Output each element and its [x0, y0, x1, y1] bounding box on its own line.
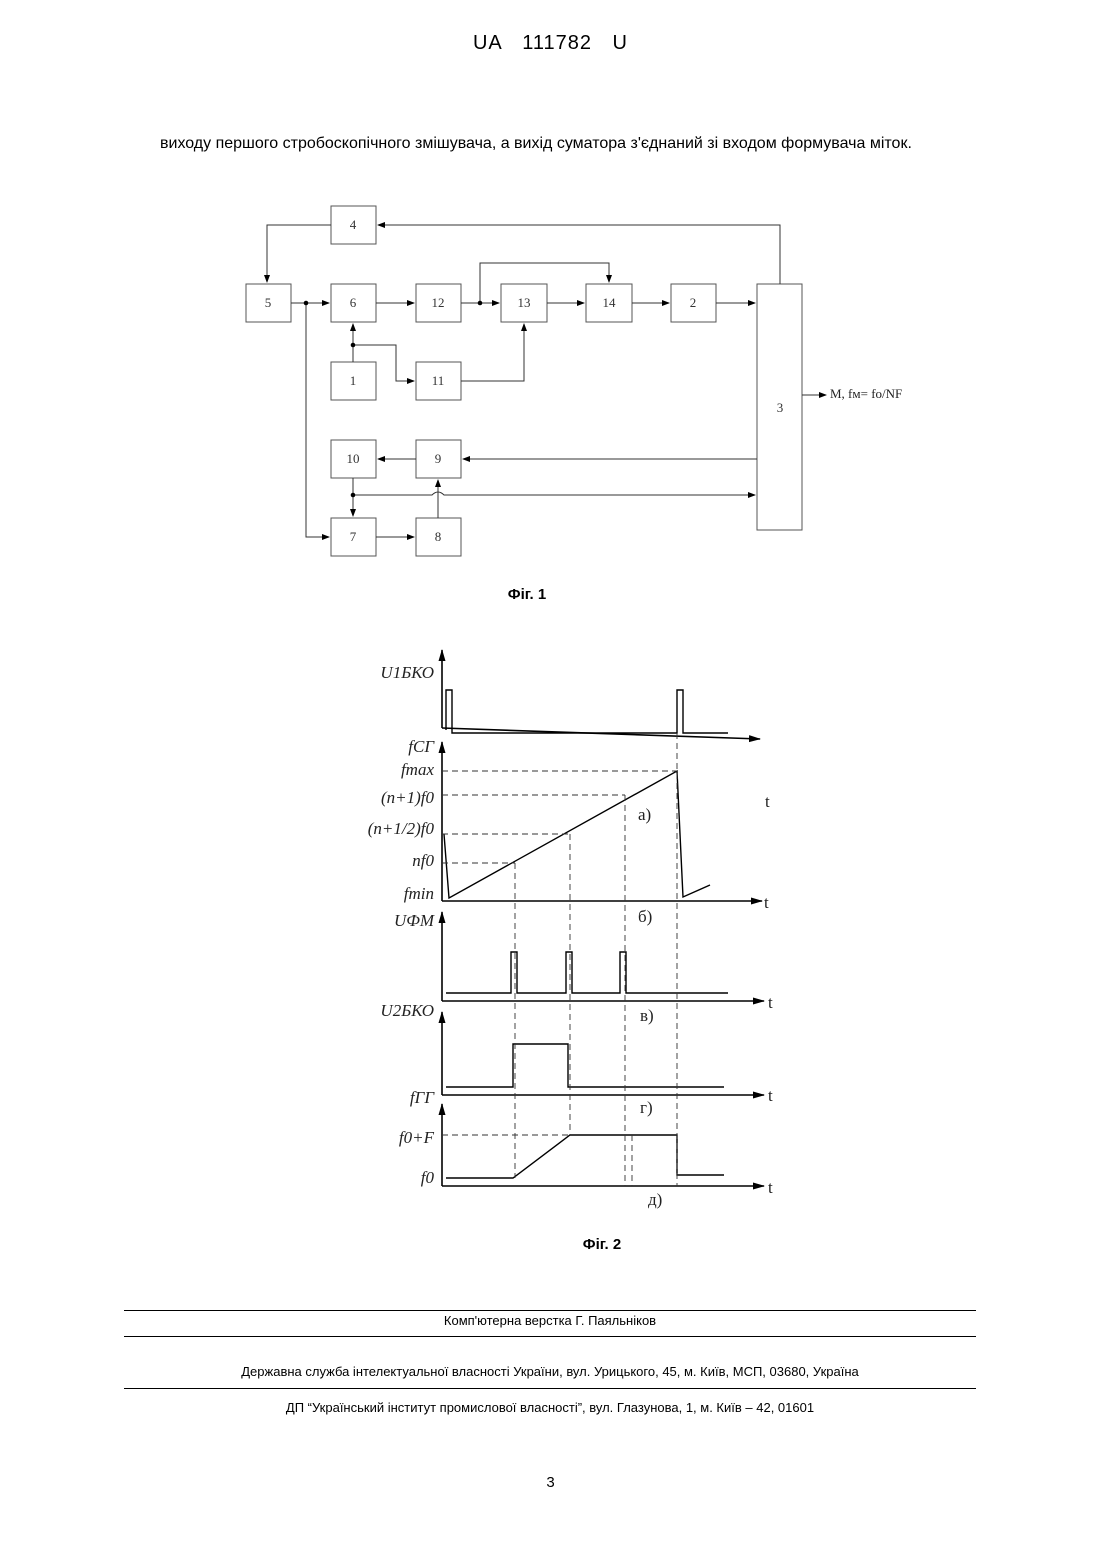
- label-u-fm: UФМ: [394, 911, 435, 930]
- footer-typesetting: Комп'ютерна верстка Г. Паяльніков: [124, 1313, 976, 1328]
- label-f-max: fmax: [401, 760, 435, 779]
- label-u1-bko: U1БКО: [380, 663, 434, 682]
- label-n1-f0: (n+1)f0: [381, 788, 435, 807]
- figure2-timing-diagram: U1БКО fСГ fmax (n+1)f0 (n+1/2)f0 nf0 fmi…: [0, 0, 1101, 1230]
- time-label-b: t: [764, 893, 769, 912]
- footer-institute: ДП “Український інститут промислової вла…: [124, 1400, 976, 1415]
- panel-label-c: в): [640, 1006, 654, 1025]
- label-n-half-f0: (n+1/2)f0: [368, 819, 435, 838]
- time-label-a: t: [765, 792, 770, 811]
- label-f-gg: fГГ: [410, 1088, 435, 1107]
- figure2-caption: Фіг. 2: [502, 1236, 702, 1253]
- time-label-e: t: [768, 1178, 773, 1197]
- footer-rule-3: [124, 1388, 976, 1389]
- footer-rule-2: [124, 1336, 976, 1337]
- label-u2-bko: U2БКО: [380, 1001, 434, 1020]
- footer-agency: Державна служба інтелектуальної власност…: [124, 1364, 976, 1379]
- page-number: 3: [0, 1474, 1101, 1491]
- footer-rule-1: [124, 1310, 976, 1311]
- label-nf0: nf0: [412, 851, 434, 870]
- panel-label-a: а): [638, 805, 651, 824]
- label-f-min: fmin: [404, 884, 434, 903]
- time-label-d: t: [768, 1086, 773, 1105]
- panel-label-d: г): [640, 1098, 653, 1117]
- label-f0: f0: [421, 1168, 435, 1187]
- panel-label-e: д): [648, 1190, 662, 1209]
- label-f-sg: fСГ: [408, 737, 435, 756]
- label-f0-plus-f: f0+F: [399, 1128, 435, 1147]
- time-label-c: t: [768, 993, 773, 1012]
- panel-label-b: б): [638, 907, 652, 926]
